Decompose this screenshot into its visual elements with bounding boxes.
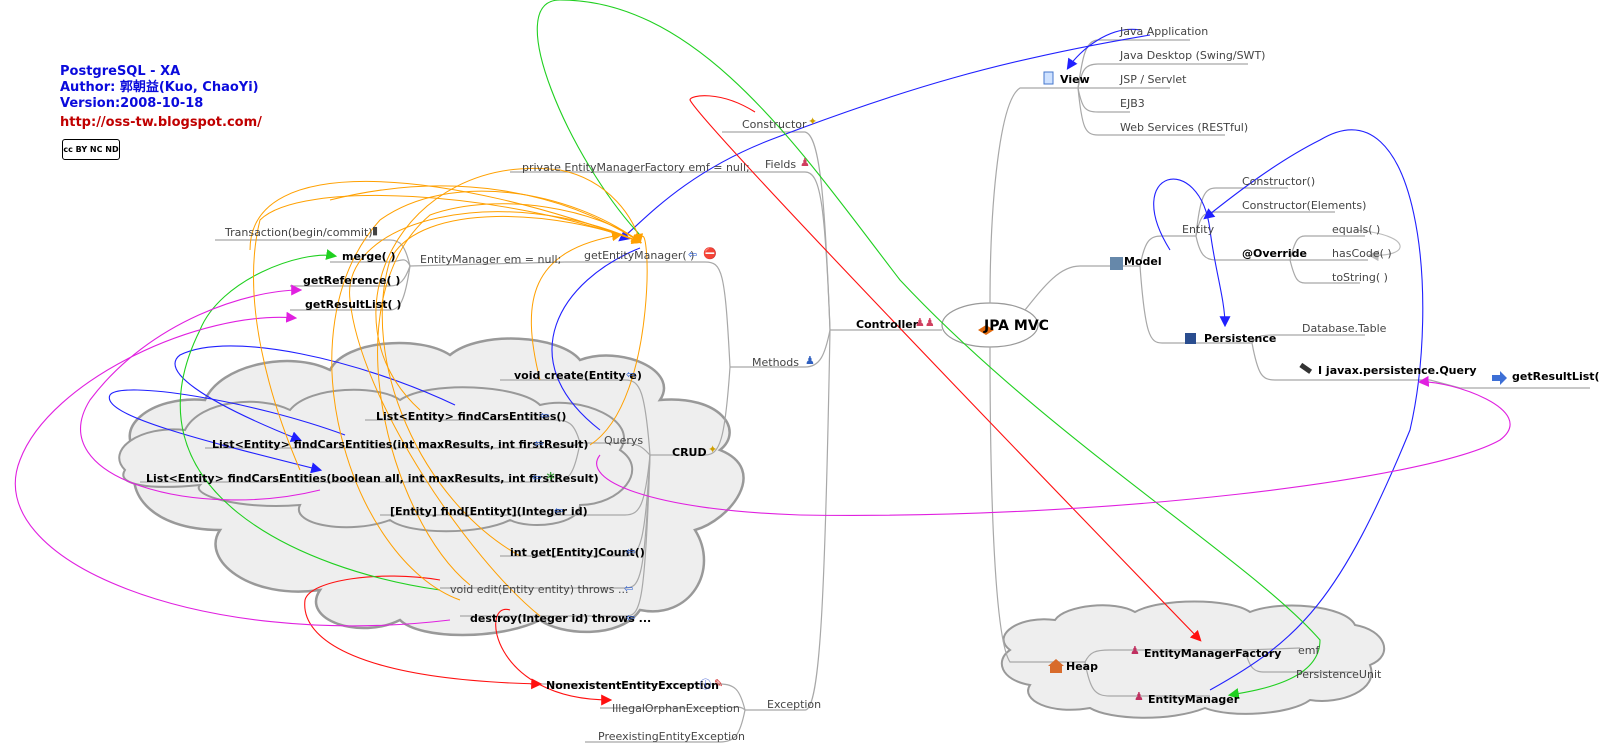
query-find-paged[interactable]: List<Entity> findCarsEntities(int maxRes… [212,438,589,451]
pencil-icon: ✎ [714,677,724,690]
database-table[interactable]: Database.Table [1302,322,1387,335]
methods-node[interactable]: Methods [752,356,799,369]
override-item[interactable]: hasCode( ) [1332,247,1392,260]
view-item[interactable]: Java Desktop (Swing/SWT) [1120,49,1266,62]
header-title: PostgreSQL - XA [60,64,181,79]
query-find-all[interactable]: List<Entity> findCarsEntities() [376,410,567,423]
header-version: Version:2008-10-18 [60,96,204,111]
arrow-left-icon: ⇦ [626,368,636,381]
arrow-left-icon: ⇦ [626,611,636,624]
query-find-all-paged[interactable]: List<Entity> findCarsEntities(boolean al… [146,472,599,485]
field-declaration[interactable]: private EntityManagerFactory emf = null; [522,161,750,174]
entity-constructor[interactable]: Constructor(Elements) [1242,199,1367,212]
view-item[interactable]: EJB3 [1120,97,1145,110]
get-reference-node[interactable]: getReference( ) [303,274,401,287]
fields-node[interactable]: Fields [765,158,797,171]
model-node[interactable]: Model [1124,255,1162,268]
header-url[interactable]: http://oss-tw.blogspot.com/ [60,115,262,130]
heap-em[interactable]: EntityManager [1148,693,1240,706]
crud-count[interactable]: int get[Entity]Count() [510,546,645,559]
heap-node[interactable]: Heap [1066,660,1098,673]
constructor-node[interactable]: Constructor [742,118,807,131]
cross-links [14,0,1511,706]
heap-cloud [1000,600,1386,719]
info-icon: ⓘ [700,678,711,691]
orange-links [249,167,648,617]
exception-item[interactable]: NonexistentEntityException [546,679,719,692]
crud-edit[interactable]: void edit(Entity entity) throws ... [450,583,629,596]
person-icon: ♟♟ [915,316,935,329]
crud-create[interactable]: void create(Entity e) [514,369,642,382]
arrow-left-icon: ⇦ [626,545,636,558]
view-item[interactable]: JSP / Servlet [1120,73,1187,86]
query-get-result-list[interactable]: getResultList( ) [1512,370,1600,383]
stop-icon: ⛔ [703,247,717,260]
get-entity-manager[interactable]: getEntityManager( ) [584,249,695,262]
magic-wand-icon: ✦ [708,443,718,456]
tree-branches [140,39,1590,743]
view-item[interactable]: Web Services (RESTful) [1120,121,1249,134]
transaction-node[interactable]: Transaction(begin/commit) [225,226,373,239]
arrow-left-icon: ⇦ [534,437,544,450]
arrow-left-icon: ⇦ [532,471,542,484]
get-result-list-node[interactable]: getResultList( ) [305,298,402,311]
license-badge: cc BY NC ND [62,139,120,160]
crud-node[interactable]: CRUD [672,446,707,459]
heap-persistence-unit[interactable]: PersistenceUnit [1296,668,1382,681]
arrow-left-icon: ⇦ [554,504,564,517]
crud-find-by-id[interactable]: [Entity] find[Entityt](Integer id) [390,505,588,518]
persistence-node[interactable]: Persistence [1204,332,1277,345]
em-declaration[interactable]: EntityManager em = null; [420,253,562,266]
person-icon: ♟ [1134,690,1144,703]
crud-destroy[interactable]: destroy(Integer id) throws ... [470,612,652,625]
query-interface[interactable]: I javax.persistence.Query [1318,364,1477,377]
override-node[interactable]: @Override [1242,247,1307,260]
person-icon: ♟ [1130,644,1140,657]
merge-node[interactable]: merge( ) [342,250,396,263]
person-icon: ♟ [805,354,815,367]
exception-node[interactable]: Exception [767,698,822,711]
override-item[interactable]: toString( ) [1332,271,1388,284]
gear-icon: ✲ [546,470,556,483]
person-icon: ♟ [800,156,810,169]
override-item[interactable]: equals( ) [1332,223,1381,236]
heap-emf-alias[interactable]: emf [1298,644,1320,657]
view-node[interactable]: View [1060,73,1090,86]
header-author: Author: 郭朝益(Kuo, ChaoYi) [60,80,259,95]
entity-node[interactable]: Entity [1182,223,1215,236]
heap-emf[interactable]: EntityManagerFactory [1144,647,1282,660]
entity-constructor[interactable]: Constructor() [1242,175,1316,188]
crud-cloud [118,337,745,637]
controller-node[interactable]: Controller [856,318,919,331]
node-markers [978,71,1507,673]
center-node-label[interactable]: JPA MVC [984,318,1049,334]
magic-wand-icon: ✦ [808,115,818,128]
arrow-left-icon: ⇦ [688,248,698,261]
view-item[interactable]: Java Application [1120,25,1209,38]
arrow-left-icon: ⇦ [540,409,550,422]
exception-item[interactable]: IllegalOrphanException [612,702,740,715]
traffic-light-icon: ▮ [372,224,379,237]
exception-item[interactable]: PreexistingEntityException [598,730,745,743]
arrow-left-icon: ⇦ [624,582,634,595]
querys-node[interactable]: Querys [604,434,644,447]
